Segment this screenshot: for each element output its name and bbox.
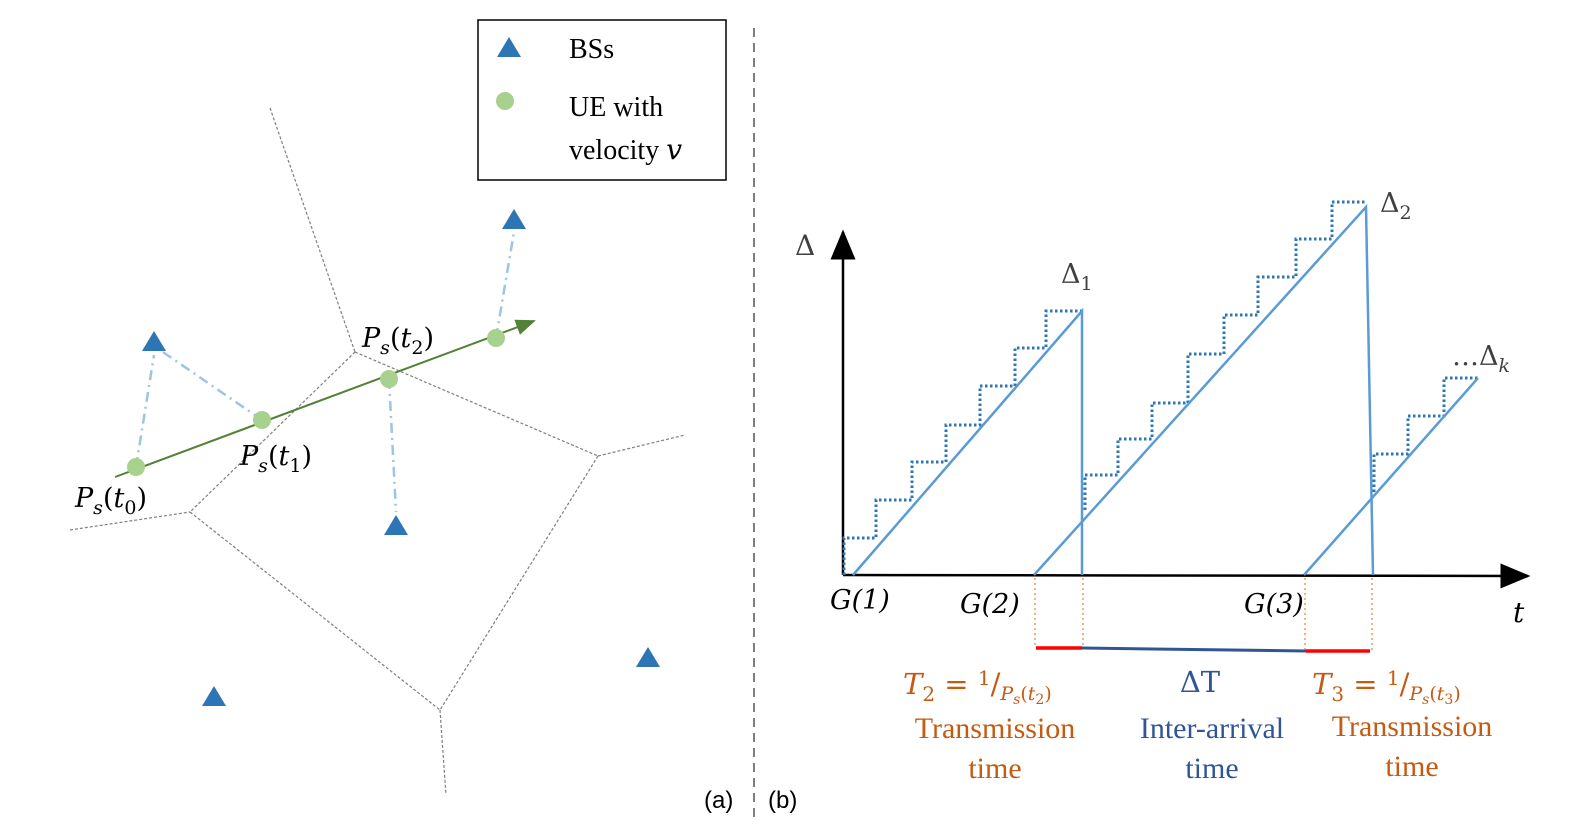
voronoi-edge — [439, 455, 599, 711]
gen-label-1: G(1) — [830, 585, 890, 616]
dt-annotation: ΔT Inter-arrival time — [1140, 665, 1284, 785]
y-axis-label: Δ — [795, 229, 815, 262]
bs-triangle — [142, 331, 166, 351]
legend-bs-icon — [497, 37, 521, 57]
legend: BSs UE with velocity v — [477, 19, 727, 181]
peak-label-1: Δ1 — [1061, 259, 1093, 295]
voronoi-edge — [269, 107, 356, 353]
voronoi-edge — [69, 511, 191, 531]
t3-caption-line2: time — [1385, 750, 1438, 783]
legend-bs-label: BSs — [569, 34, 614, 65]
inter-arrival-interval — [1081, 646, 1307, 653]
age-sawtooth — [852, 203, 1479, 576]
panel-a-label: (a) — [704, 787, 733, 814]
association-link — [134, 354, 156, 468]
sawtooth-segment-2 — [1033, 203, 1375, 576]
ue-dot — [127, 458, 145, 476]
staircase-3 — [1372, 376, 1478, 492]
t2-formula: T2 = 1/Ps(t2) — [903, 666, 1052, 708]
ue-trajectory-arrow — [114, 319, 536, 478]
ue-positions — [127, 329, 505, 476]
t3-caption-line1: Transmission — [1332, 710, 1493, 743]
legend-ue-label-line1: UE with — [569, 92, 663, 123]
dt-caption-line2: time — [1185, 752, 1238, 785]
dt-symbol: ΔT — [1180, 665, 1221, 699]
legend-box — [477, 19, 727, 181]
voronoi-edge — [354, 351, 599, 457]
t3-formula: T3 = 1/Ps(t3) — [1312, 666, 1461, 708]
association-link — [159, 348, 263, 422]
voronoi-edge — [439, 709, 447, 796]
voronoi-edges — [69, 107, 686, 796]
bs-triangle — [202, 686, 226, 706]
staircase-1 — [842, 309, 1082, 575]
panel-b: Δ t Δ1 Δ2 …Δk G(1) G(2) G(3) — [768, 188, 1531, 814]
sawtooth-segment-1 — [852, 307, 1084, 576]
peak-label-k: …Δk — [1452, 341, 1510, 377]
gen-label-3: G(3) — [1244, 589, 1304, 620]
t3-annotation: T3 = 1/Ps(t3) Transmission time — [1312, 666, 1492, 783]
ue-dot — [487, 329, 505, 347]
voronoi-edge — [189, 351, 356, 513]
sawtooth-segment-3 — [1303, 377, 1479, 576]
panel-a: Ps(t0) Ps(t1) Ps(t2) BSs UE with velocit… — [69, 19, 733, 814]
base-stations — [142, 209, 660, 706]
bs-triangle — [502, 209, 526, 229]
position-label-t2: Ps(t2) — [361, 323, 434, 359]
bs-triangle — [636, 647, 660, 667]
peak-label-2: Δ2 — [1380, 188, 1412, 224]
association-links — [134, 231, 516, 513]
association-link — [387, 378, 398, 513]
t2-caption-line2: time — [968, 752, 1021, 785]
ue-dot — [253, 411, 271, 429]
t2-annotation: T2 = 1/Ps(t2) Transmission time — [903, 666, 1075, 785]
dt-caption-line1: Inter-arrival — [1140, 712, 1284, 745]
position-label-t0: Ps(t0) — [74, 483, 147, 519]
voronoi-edge — [597, 434, 686, 457]
transmission-guides — [1034, 578, 1373, 651]
legend-ue-label-line2: velocity v — [569, 133, 682, 166]
ue-dot — [380, 370, 398, 388]
staircases — [842, 200, 1478, 575]
x-axis-label: t — [1513, 596, 1525, 629]
panel-b-label: (b) — [768, 787, 797, 814]
gen-label-2: G(2) — [960, 589, 1020, 620]
voronoi-edge — [189, 511, 441, 711]
t2-caption-line1: Transmission — [915, 712, 1076, 745]
bs-triangle — [384, 515, 408, 535]
x-axis — [842, 563, 1531, 589]
staircase-2 — [1083, 200, 1366, 510]
legend-ue-icon — [496, 92, 514, 110]
position-label-t1: Ps(t1) — [239, 441, 312, 477]
association-link — [494, 231, 516, 339]
